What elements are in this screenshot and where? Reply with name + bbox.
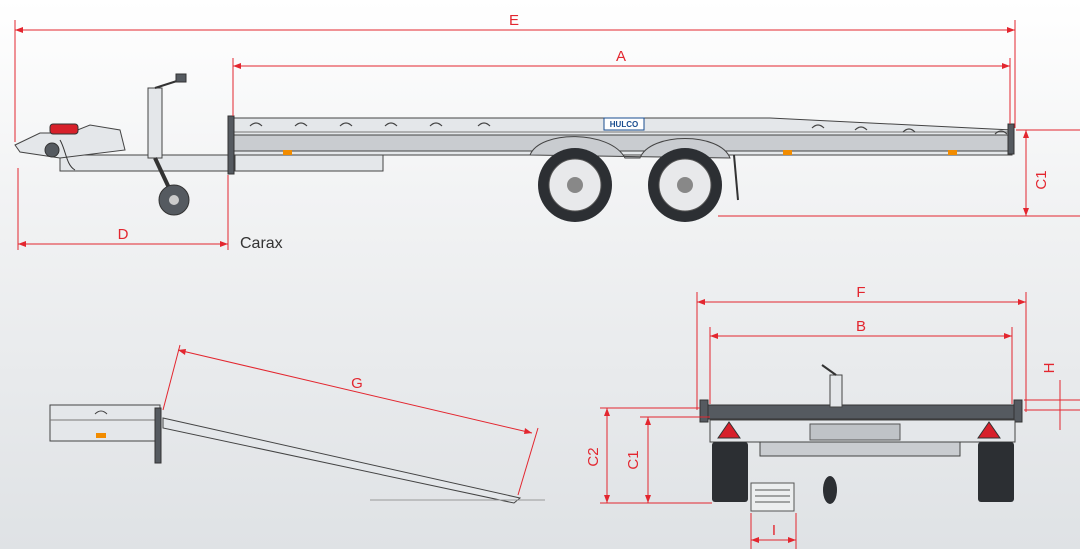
side-rail: [229, 134, 1013, 152]
ramp-view: [49, 404, 545, 504]
label-B: B: [856, 318, 866, 335]
dimension-C1-side: C1: [718, 129, 1080, 217]
label-H: H: [1041, 363, 1058, 374]
wheel-icon: [648, 148, 722, 222]
dimension-H: H: [1024, 363, 1080, 430]
label-A: A: [616, 48, 626, 65]
rear-deck: [702, 404, 1022, 420]
tire-right: [978, 442, 1014, 502]
side-marker-light: [96, 433, 106, 438]
tire-left: [712, 442, 748, 502]
stake-pockets: [249, 122, 1008, 135]
label-F: F: [856, 284, 865, 301]
breakaway-cable: [59, 139, 76, 171]
wheel-chock: [750, 482, 795, 512]
label-G: G: [351, 375, 363, 392]
dimension-C1-rear: C1: [625, 416, 710, 503]
loading-ramp: [162, 417, 522, 504]
dimension-C2: C2: [585, 407, 712, 504]
logo-plate: [603, 117, 645, 131]
jockey-tube: [829, 374, 843, 408]
dimension-G: G: [162, 344, 539, 496]
dimension-A: A: [232, 48, 1011, 124]
wheel-icon: [538, 148, 612, 222]
label-C1-side: C1: [1033, 170, 1050, 189]
license-plate: [809, 423, 901, 441]
rear-light-right-icon: [977, 421, 1001, 439]
jockey-wheel-icon: [823, 476, 837, 504]
coupling-handle: [49, 123, 79, 135]
dimension-E: E: [14, 12, 1016, 142]
logo-text: HULCO: [610, 120, 638, 129]
label-D: D: [118, 226, 129, 243]
label-I: I: [772, 522, 776, 539]
label-C1-rear: C1: [625, 450, 642, 469]
dimension-D: D: [17, 168, 229, 250]
side-marker-light: [948, 150, 957, 155]
model-name: Carax: [240, 235, 283, 252]
rear-view: [699, 364, 1023, 512]
rear-light-left-icon: [717, 421, 741, 439]
side-view: HULCO: [14, 73, 1015, 222]
side-marker-light: [283, 150, 292, 155]
dimension-B: B: [709, 318, 1013, 404]
dimension-I: I: [750, 513, 797, 549]
label-E: E: [509, 12, 519, 29]
label-C2: C2: [585, 447, 602, 466]
chassis-beam: [234, 154, 384, 172]
side-marker-light: [783, 150, 792, 155]
dimension-F: F: [696, 284, 1027, 412]
jockey-tube: [147, 87, 163, 159]
coupling-ball-icon: [44, 142, 60, 158]
axle: [759, 441, 961, 457]
